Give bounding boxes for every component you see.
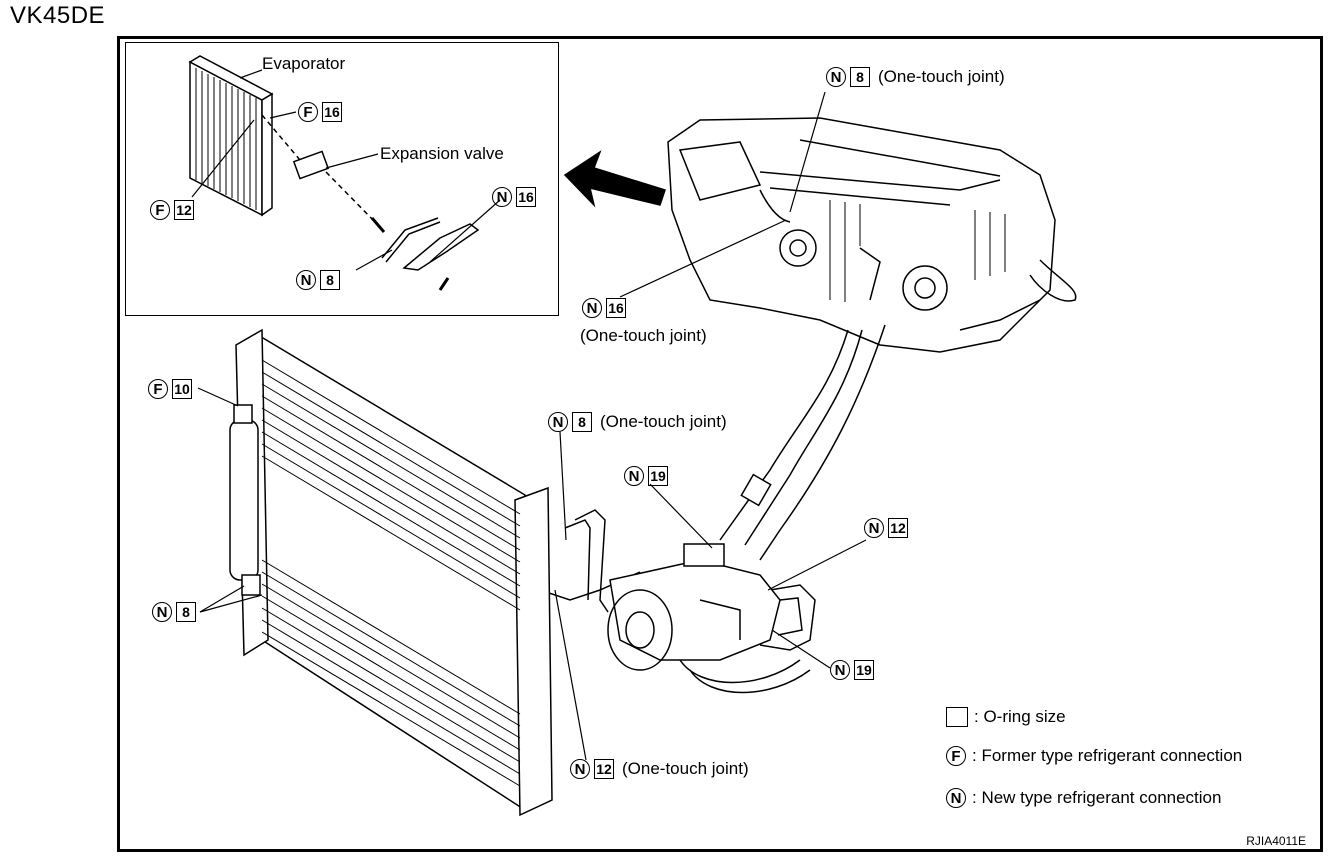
engine-title: VK45DE [10,2,106,29]
new-type-icon: N [830,660,850,680]
direction-arrow [563,150,666,208]
callout-n8-inset: N 8 [296,268,340,292]
new-type-icon: N [492,187,512,207]
callout-n8-condenser-line: N 8 (One-touch joint) [548,410,727,434]
oring-size: 12 [594,759,614,779]
new-type-icon: N [826,67,846,87]
one-touch-note: (One-touch joint) [878,67,1005,86]
callout-n19-compressor-bottom: N 19 [830,658,874,682]
new-type-icon: N [548,412,568,432]
legend-former: F : Former type refrigerant connection [946,746,1242,766]
inset-pipes [381,217,480,291]
expansion-valve-shape [261,114,386,233]
compressor [607,543,781,671]
oring-size: 16 [322,102,342,122]
new-type-icon: N [624,466,644,486]
legend-new: N : New type refrigerant connection [946,788,1221,808]
former-type-icon: F [148,379,168,399]
callout-n16-unit: N 16 [582,296,626,320]
oring-size: 12 [174,200,194,220]
oring-size: 8 [850,67,870,87]
former-type-icon: F [150,200,170,220]
evaporator-inset [125,42,559,316]
callout-n12-compressor: N 12 [864,516,908,540]
oring-size: 19 [854,660,874,680]
oring-size: 19 [648,466,668,486]
former-type-icon: F [298,102,318,122]
oring-size: 10 [172,379,192,399]
legend-former-text: : Former type refrigerant connection [972,746,1243,765]
callout-n12-condenser: N 12 (One-touch joint) [570,757,749,781]
new-type-icon: N [864,518,884,538]
ac-unit [667,117,1077,353]
new-type-icon: N [152,602,172,622]
oring-size: 8 [320,270,340,290]
callout-f16-evaporator: F 16 [298,100,342,124]
one-touch-note: (One-touch joint) [622,759,749,778]
oring-box-icon [946,707,968,727]
evaporator-label: Evaporator [262,54,346,73]
callout-n16-inset: N 16 [492,185,536,209]
new-type-icon: N [570,759,590,779]
new-type-icon: N [582,298,602,318]
diagram-frame [117,36,1323,852]
callout-n8-unit: N 8 (One-touch joint) [826,65,1005,89]
legend-new-text: : New type refrigerant connection [972,788,1222,807]
expansion-valve-label: Expansion valve [380,144,504,163]
oring-size: 8 [176,602,196,622]
callout-f10-receiver: F 10 [148,377,192,401]
former-type-icon: F [946,746,966,766]
new-type-icon: N [296,270,316,290]
one-touch-note: (One-touch joint) [600,412,727,431]
oring-size: 16 [516,187,536,207]
oring-size: 8 [572,412,592,432]
evaporator-core [188,55,274,217]
callout-n19-compressor-top: N 19 [624,464,668,488]
legend-oring: : O-ring size [946,707,1066,727]
one-touch-note-n16: (One-touch joint) [580,326,707,345]
oring-size: 16 [606,298,626,318]
legend-oring-text: : O-ring size [974,707,1066,726]
figure-reference: RJIA4011E [1246,834,1306,848]
refrigerant-pipes [539,324,886,694]
callout-f12-evaporator: F 12 [150,198,194,222]
oring-size: 12 [888,518,908,538]
condenser [229,328,553,817]
callout-n8-receiver: N 8 [152,600,196,624]
new-type-icon: N [946,788,966,808]
leader-lines [197,91,867,761]
